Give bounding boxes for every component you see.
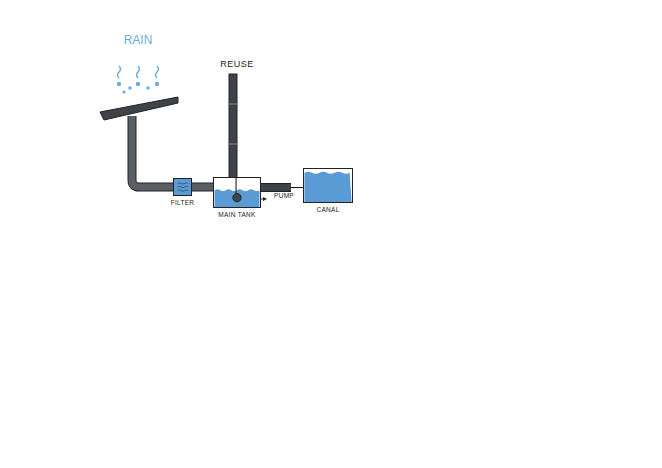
downpipe-fill — [132, 116, 173, 187]
shape-outline — [303, 168, 353, 203]
filter-box: FILTER — [173, 178, 192, 196]
pump-label: PUMP — [274, 192, 294, 199]
gutter — [100, 97, 178, 120]
rain-label: RAIN — [124, 33, 153, 47]
tank-box: MAIN TANK — [213, 177, 261, 208]
node-label: MAIN TANK — [218, 211, 256, 218]
canal-box: CANAL — [303, 168, 353, 203]
downpipe — [132, 116, 173, 187]
shape-outline — [173, 178, 192, 196]
node-label: CANAL — [316, 206, 339, 213]
node-label: FILTER — [171, 199, 195, 206]
reuse-label: REUSE — [220, 59, 254, 69]
pipe-connector — [192, 187, 213, 188]
rain-drops — [117, 66, 159, 94]
shape-outline — [213, 177, 261, 208]
reuse-pipe — [229, 74, 237, 178]
